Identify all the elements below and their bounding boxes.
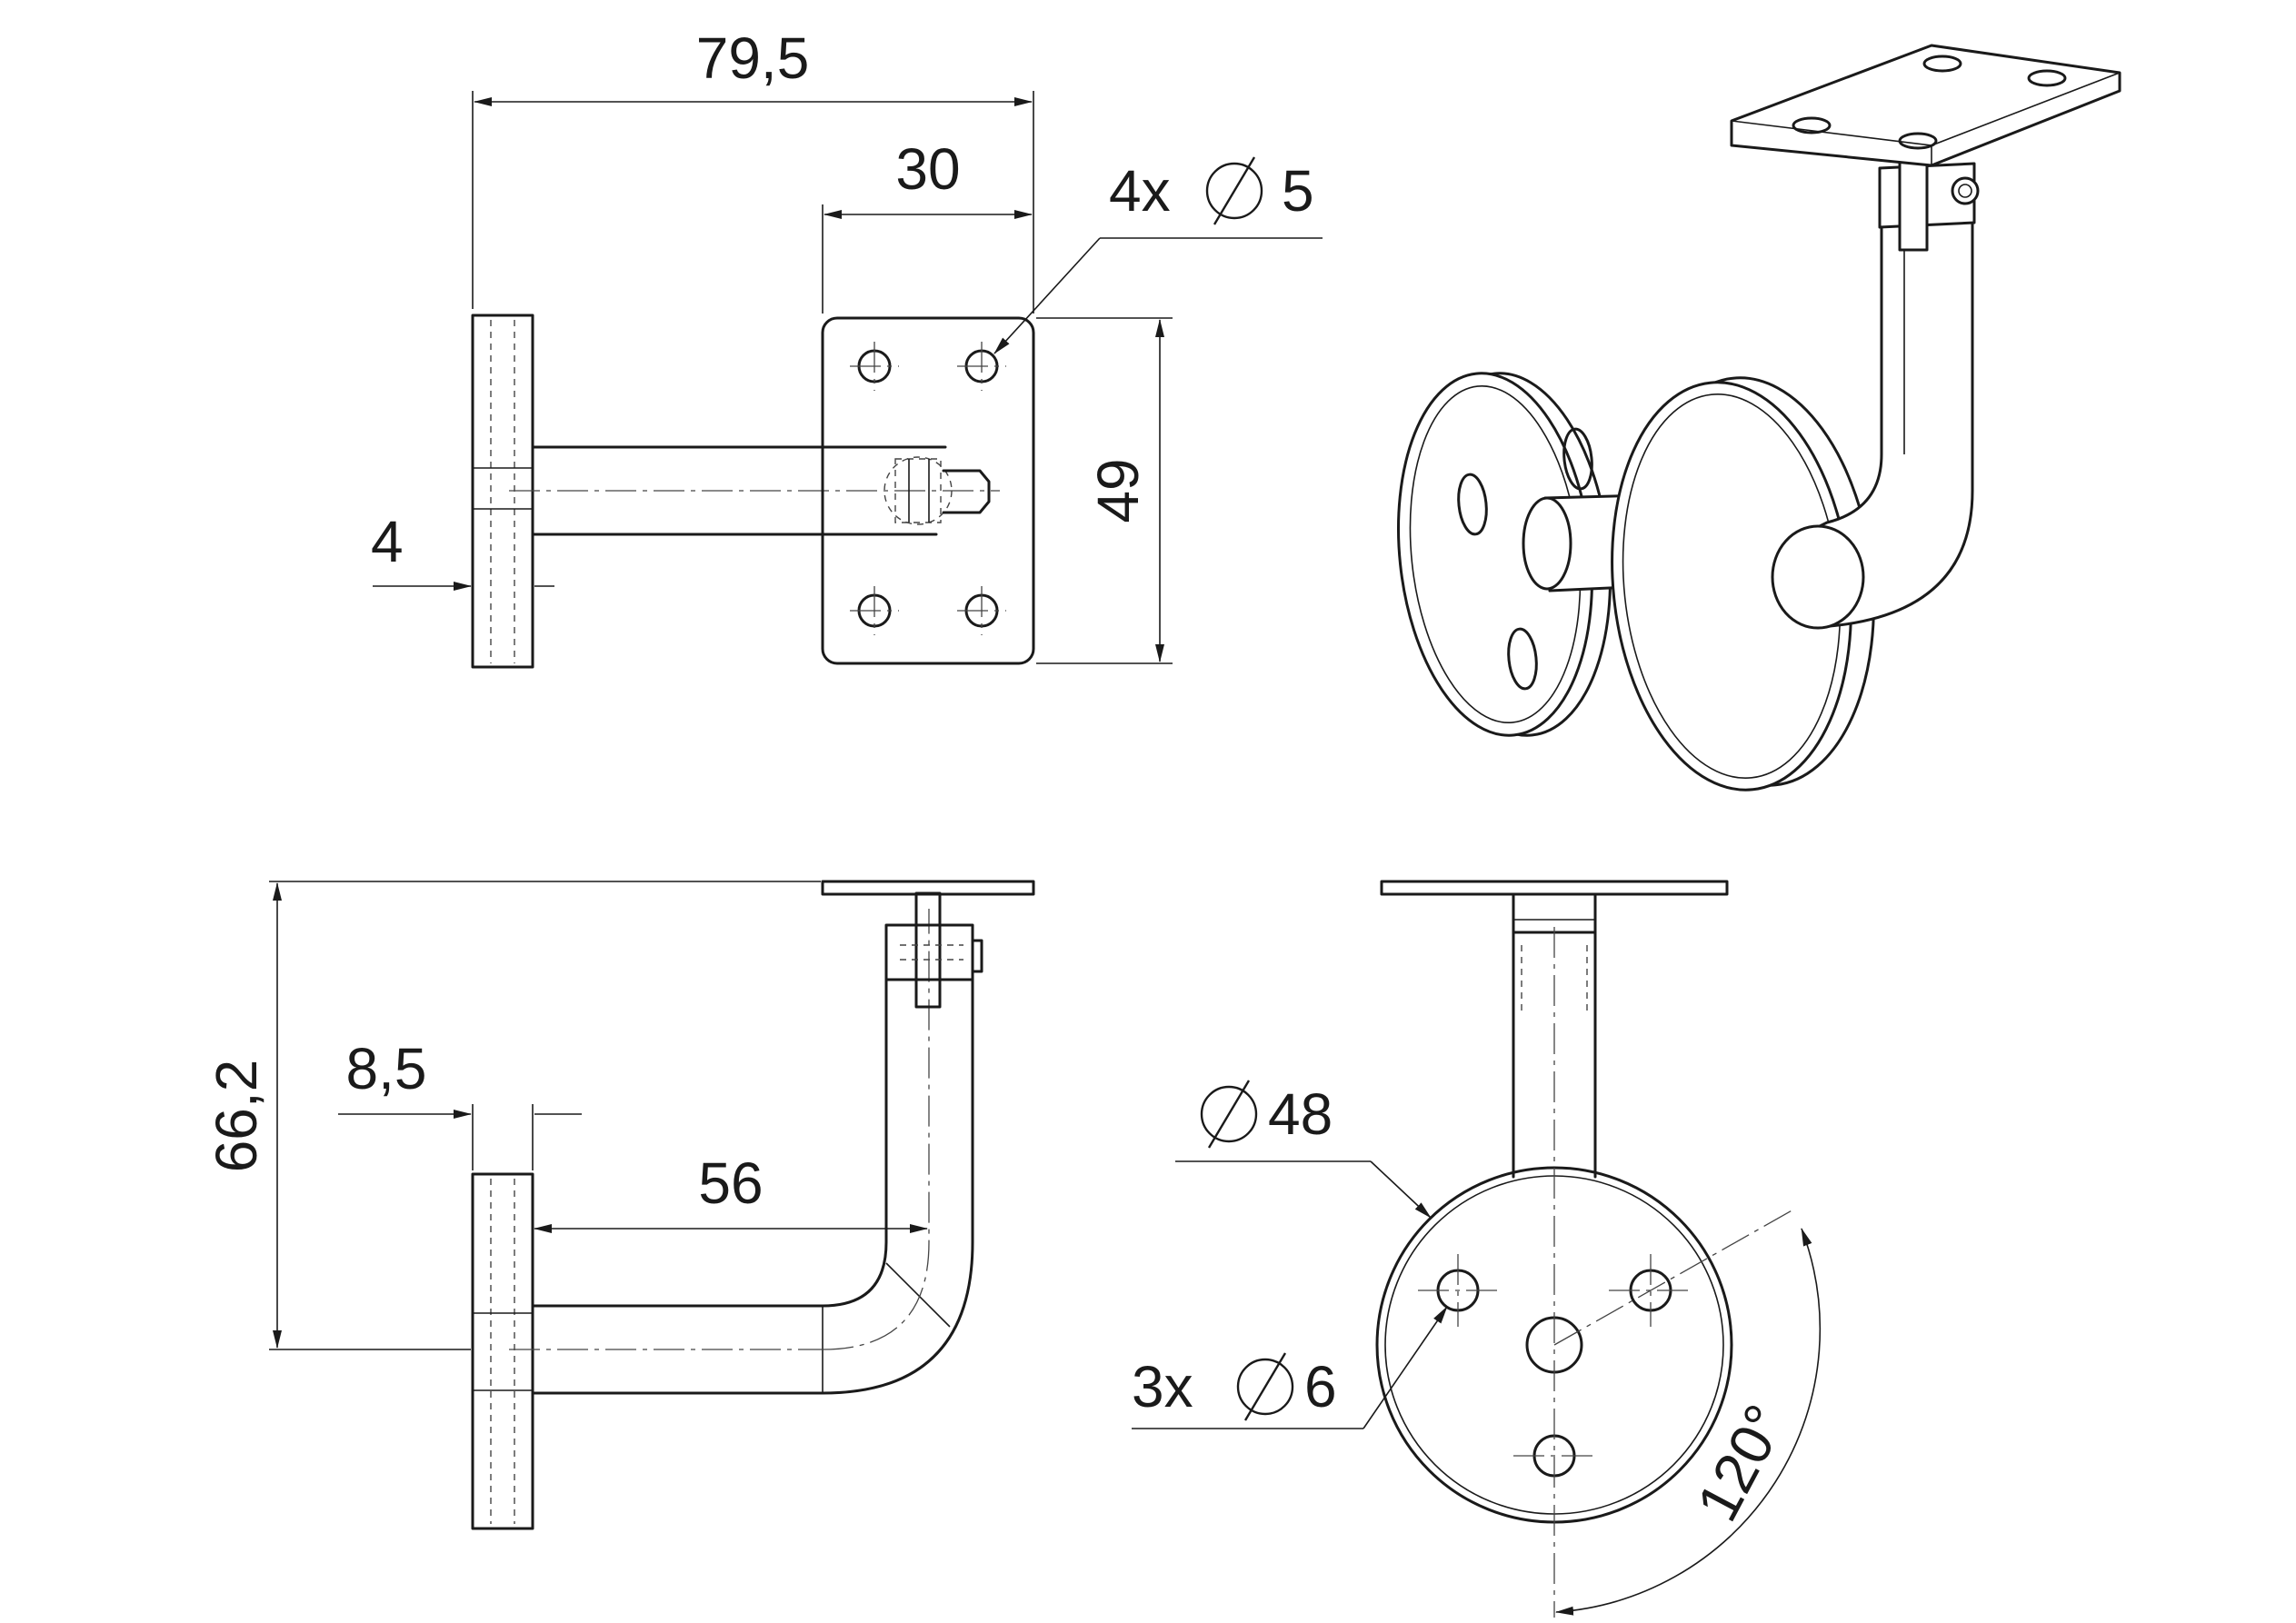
iso-arm [1816, 171, 1974, 629]
side-view-top-plate [821, 880, 1035, 896]
front-view-dimensions: 48 3x 6 120° [1132, 1080, 1822, 1616]
side-view-saddle [914, 891, 942, 1009]
side-view-arm [531, 925, 888, 1308]
dim-overall-width: 79,5 [696, 25, 810, 91]
iso-top-plate [1730, 44, 2121, 167]
dim-flange-holes-count: 3x [1132, 1354, 1193, 1419]
dim-flange-thickness-top: 4 [371, 509, 404, 574]
dim-flange-dia: 48 [1268, 1081, 1333, 1147]
dim-flange-thickness: 8,5 [346, 1036, 427, 1101]
side-view [471, 880, 1035, 1530]
front-view-top-plate [1380, 880, 1729, 896]
top-view [471, 314, 1035, 669]
dim-hole-angle-arc [1555, 1228, 1822, 1616]
diameter-icon [1236, 1352, 1294, 1421]
isometric-view [1397, 44, 2121, 792]
dim-arm-length: 56 [698, 1150, 763, 1216]
top-view-dimensions: 79,5 30 4x 5 49 4 [371, 25, 1323, 664]
dim-flange-hole-dia: 6 [1304, 1354, 1337, 1419]
side-view-dimensions: 66,2 8,5 56 [204, 881, 928, 1350]
dim-hole-angle: 120° [1684, 1394, 1799, 1531]
dim-plate-height: 49 [1085, 458, 1151, 523]
top-view-plate [821, 316, 1035, 665]
dim-plate-holes-count: 4x [1109, 158, 1171, 224]
diameter-icon [1205, 156, 1263, 225]
dim-plate-hole-dia: 5 [1282, 158, 1314, 224]
dim-plate-width: 30 [895, 136, 960, 202]
side-view-flange [471, 1172, 534, 1530]
dim-total-height: 66,2 [204, 1060, 269, 1173]
diameter-icon [1200, 1080, 1258, 1149]
